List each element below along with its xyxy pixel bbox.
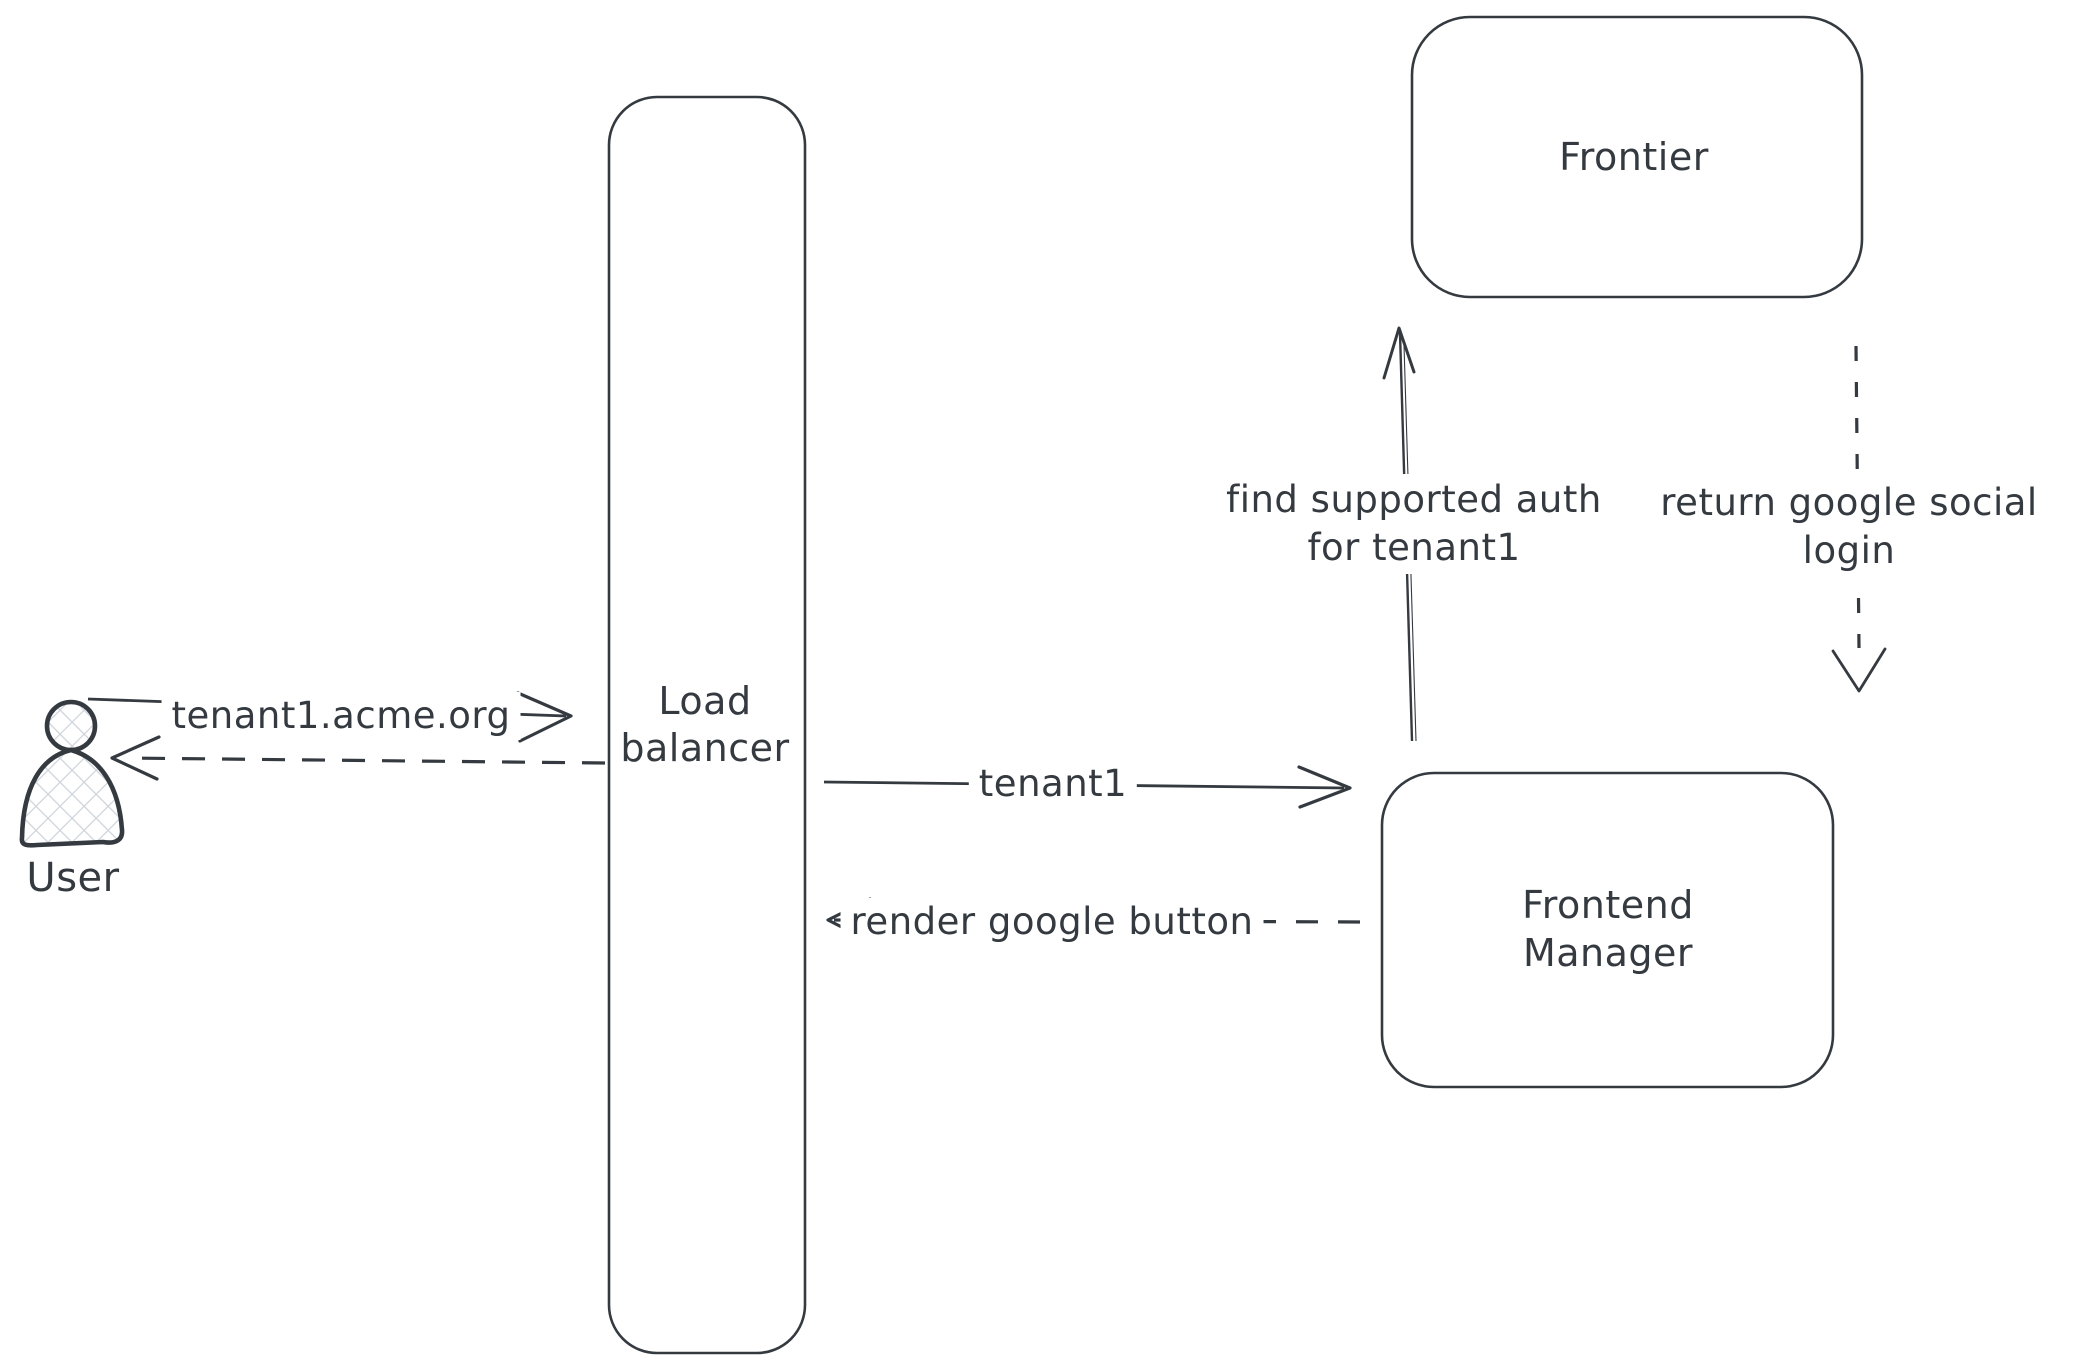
find-auth-label-line2: for tenant1 <box>1307 526 1521 569</box>
request-arrow-label: tenant1.acme.org <box>161 692 521 740</box>
load-balancer-label-line2: balancer <box>620 726 790 770</box>
response-arrowhead <box>110 735 161 781</box>
frontier-node <box>1410 15 1864 299</box>
frontier-node-label: Frontier <box>1559 135 1709 179</box>
load-balancer-node-label: Load balancer <box>620 678 789 772</box>
user-icon-head <box>44 699 98 753</box>
load-balancer-node <box>607 95 807 1355</box>
tenant1-arrowhead <box>1297 765 1352 809</box>
response-arrow <box>110 735 606 781</box>
user-icon-body <box>19 747 125 848</box>
find-auth-label-line1: find supported auth <box>1226 478 1602 521</box>
user-icon <box>19 699 125 848</box>
return-social-login-arrowhead <box>1831 647 1887 693</box>
user-node-label: User <box>26 855 120 901</box>
request-arrowhead <box>516 691 573 743</box>
return-social-login-label-line2: login <box>1802 529 1896 572</box>
return-social-login-arrow-label: return google social login <box>1650 477 2048 577</box>
find-auth-arrowhead <box>1382 326 1416 380</box>
frontend-manager-label-line2: Manager <box>1522 931 1694 975</box>
load-balancer-label-line1: Load <box>658 679 752 723</box>
frontend-manager-label-line1: Frontend <box>1522 883 1694 927</box>
return-social-login-label-line1: return google social <box>1660 481 2038 524</box>
render-google-button-arrow-label: render google button <box>840 898 1264 946</box>
response-arrow-line <box>124 756 606 765</box>
find-auth-arrow-label: find supported auth for tenant1 <box>1216 474 1612 574</box>
frontend-manager-node <box>1380 771 1835 1089</box>
frontend-manager-node-label: Frontend Manager <box>1522 881 1694 977</box>
tenant1-arrow-label: tenant1 <box>968 760 1138 808</box>
